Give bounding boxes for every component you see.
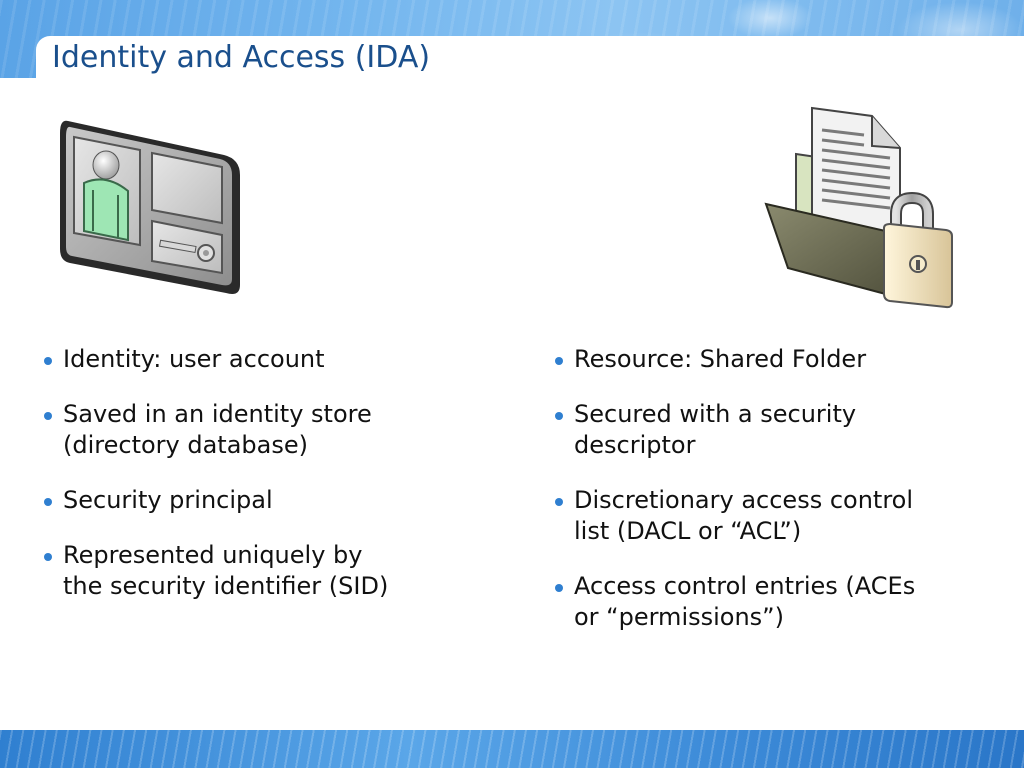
bullet-icon [44,412,52,420]
bullet-text: Resource: Shared Folder [574,345,867,373]
bullet-text: Represented uniquely by [63,541,363,569]
bullet-icon [555,584,563,592]
bullet-icon [44,553,52,561]
bullet-text: the security identifier (SID) [63,572,389,600]
footer-banner [0,730,1024,768]
locked-shared-folder-icon [760,104,960,318]
bullet-text: Identity: user account [63,345,325,373]
bullet-text: Security principal [63,486,273,514]
list-item: Identity: user account [44,344,494,375]
bullet-icon [44,357,52,365]
bullet-text: descriptor [574,431,696,459]
bullet-text: list (DACL or “ACL”) [574,517,802,545]
bullet-icon [555,498,563,506]
bullet-text: or “permissions”) [574,603,784,631]
page-title: Identity and Access (IDA) [52,40,431,75]
bullet-icon [555,357,563,365]
bullet-text: Saved in an identity store [63,400,372,428]
list-item: Secured with a security descriptor [555,399,995,461]
bullet-text: Secured with a security [574,400,857,428]
bullet-icon [44,498,52,506]
list-item: Discretionary access control list (DACL o… [555,485,995,547]
identity-bullet-list: Identity: user account Saved in an ident… [44,344,494,626]
list-item: Saved in an identity store (directory dat… [44,399,494,461]
list-item: Resource: Shared Folder [555,344,995,375]
resource-bullet-list: Resource: Shared Folder Secured with a s… [555,344,995,657]
list-item: Security principal [44,485,494,516]
list-item: Represented uniquely by the security iden… [44,540,494,602]
bullet-text: Access control entries (ACEs [574,572,916,600]
id-card-icon [56,115,246,304]
bullet-text: (directory database) [63,431,308,459]
title-strip [36,36,1024,78]
bullet-text: Discretionary access control [574,486,914,514]
bullet-icon [555,412,563,420]
list-item: Access control entries (ACEs or “permissi… [555,571,995,633]
